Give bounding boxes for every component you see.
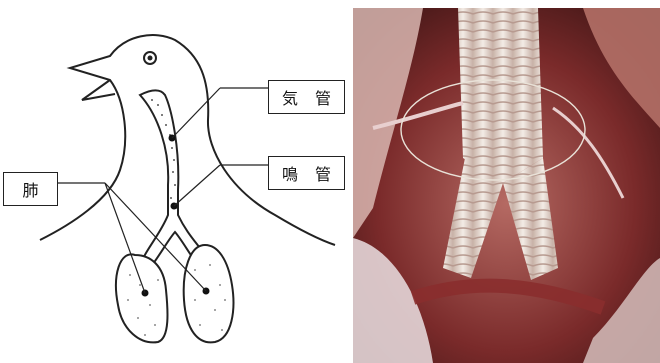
dissection-photo [353, 8, 660, 363]
lung-label: 肺 [3, 172, 58, 206]
syrinx-label: 鳴 管 [268, 156, 345, 190]
trachea-label: 気 管 [268, 80, 345, 114]
left-lung [116, 254, 168, 342]
trachea-leader [172, 88, 220, 138]
syrinx-leader [174, 165, 220, 206]
trachea-shape [140, 90, 210, 268]
dissection-photo-art [353, 8, 660, 363]
right-lung [184, 245, 234, 342]
beak-lower [82, 80, 115, 100]
bird-outline [40, 35, 335, 245]
